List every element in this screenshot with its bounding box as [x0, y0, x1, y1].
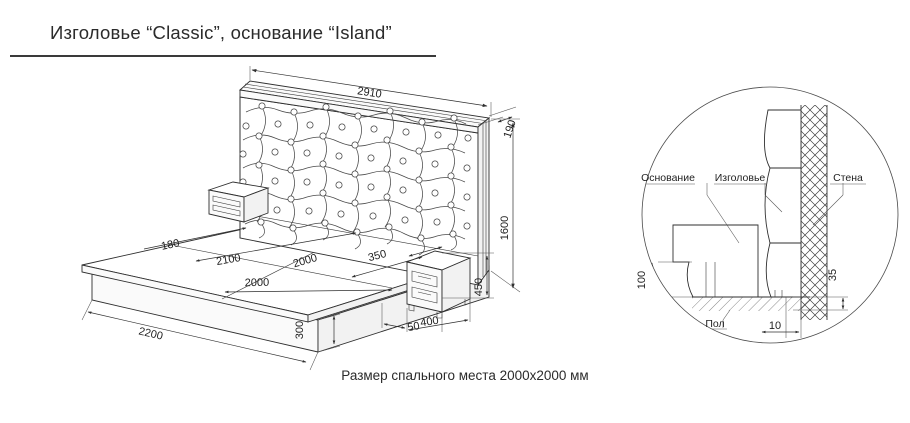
dimension-lines-main	[81, 66, 521, 371]
dim-base-length: 2100	[215, 252, 241, 268]
dim-headboard-depth: 190	[502, 118, 519, 139]
dim-nightstand-width: 400	[420, 315, 440, 330]
dim-base-overhang: 180	[160, 237, 180, 253]
tufting-pattern	[242, 106, 467, 256]
title-divider	[10, 55, 436, 57]
label-wall: Стена	[833, 172, 863, 184]
label-headboard: Изголовье	[715, 172, 766, 184]
dim-base-clearance: 100	[636, 271, 648, 289]
main-isometric-drawing	[81, 66, 521, 371]
bed-base-plinth	[91, 231, 490, 353]
dim-mattress-length: 2000	[245, 277, 270, 289]
nightstand-right	[405, 250, 472, 319]
drawing-caption: Размер спального места 2000x2000 мм	[341, 368, 589, 383]
headboard-panel	[238, 80, 491, 287]
dim-mattress-width: 2000	[292, 252, 319, 270]
dim-base-height: 300	[294, 321, 306, 339]
dim-nightstand-gap: 50	[407, 320, 421, 334]
mattress-platform	[81, 226, 480, 323]
page-title: Изголовье “Classic”, основание “Island”	[50, 22, 392, 43]
detail-circle-view	[641, 86, 899, 344]
dim-headboard-lower-height: 450	[473, 278, 485, 296]
label-base: Основание	[641, 172, 695, 184]
tufting-buttons	[239, 102, 472, 242]
dim-headboard-width: 2910	[356, 85, 382, 101]
dim-gap: 10	[769, 320, 781, 332]
title-block: Изголовье “Classic”, основание “Island”	[0, 22, 450, 44]
nightstand-left	[207, 181, 270, 223]
dim-base-width: 2200	[137, 325, 164, 342]
dim-headboard-height: 1600	[499, 216, 511, 240]
label-floor: Пол	[705, 318, 724, 330]
dim-nightstand-depth: 350	[367, 248, 388, 264]
dim-wall-offset: 35	[827, 269, 839, 281]
